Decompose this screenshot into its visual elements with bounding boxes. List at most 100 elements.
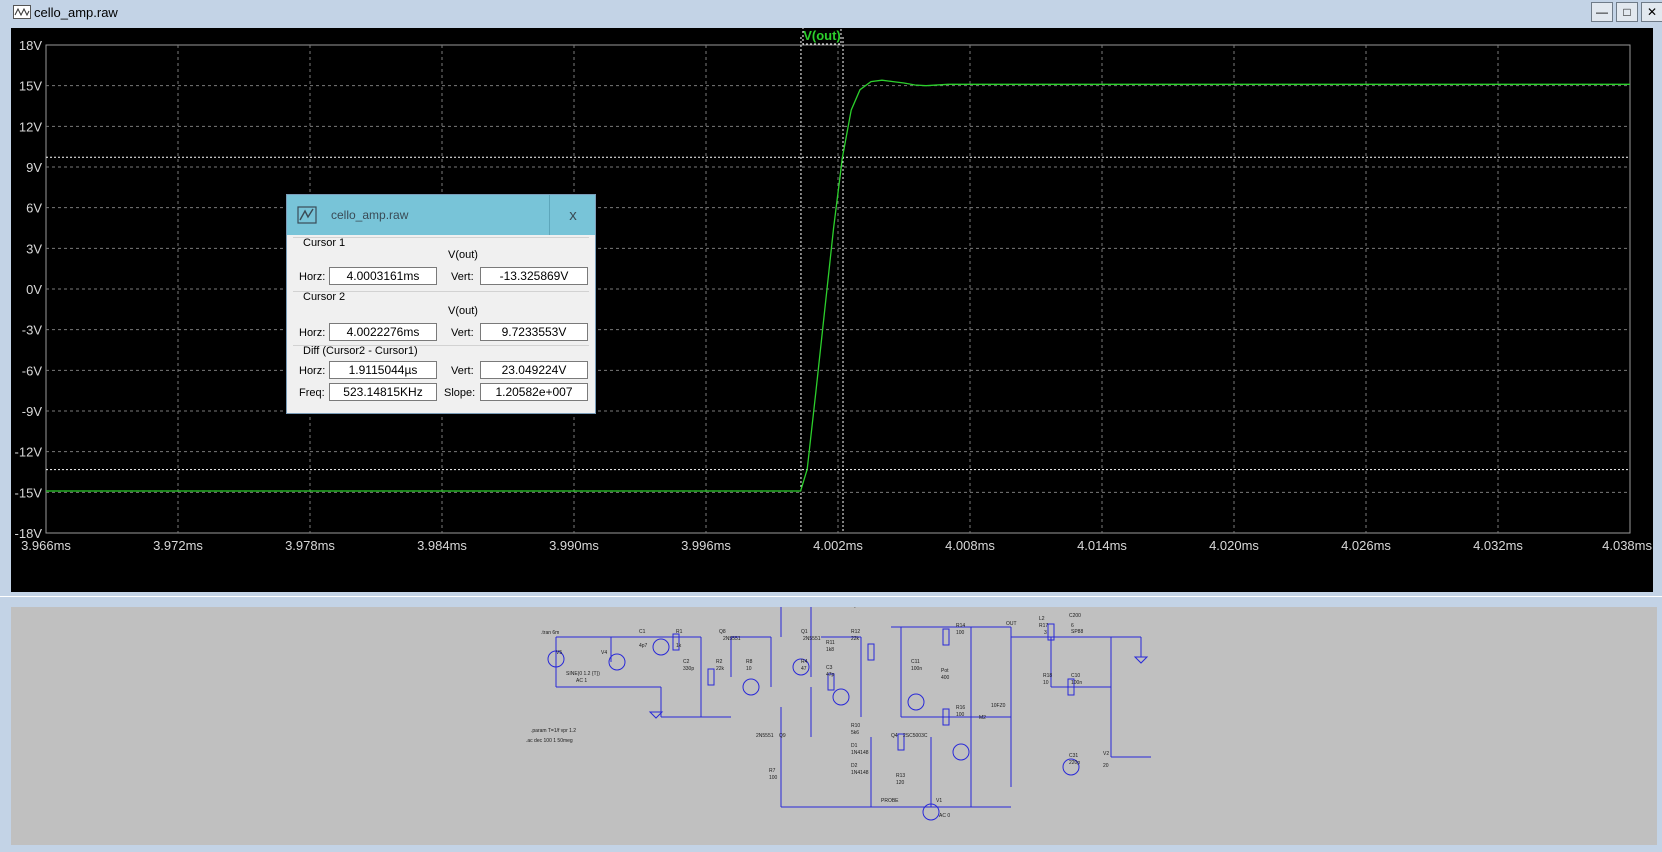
schematic-component [952,743,970,761]
schematic-label: R10 [851,723,860,729]
schematic-label: 20 [1103,763,1109,769]
schematic-label: R16 [956,705,965,711]
diff-horz-label: Horz: [299,365,326,377]
schematic-label: 220p [1069,760,1080,766]
x-tick-label: 3.990ms [549,538,599,553]
diff-slope-field[interactable]: 1.20582e+007 [480,383,588,401]
vout-trace[interactable] [46,79,1630,492]
title-bar: cello_amp.raw — □ ✕ [0,0,1662,26]
schematic-label: V5 [556,650,562,656]
schematic-label: PROBE [881,798,899,804]
schematic-label: C2 [683,659,690,665]
schematic-label: AC 0 [939,813,950,819]
cursor1-group-label: Cursor 1 [303,237,346,249]
diff-freq-label: Freq: [299,387,325,399]
schematic-label: D2 [851,763,858,769]
x-tick-label: 4.008ms [945,538,995,553]
diff-vert-label: Vert: [451,365,474,377]
schematic-label: 2N5551 [756,733,774,739]
schematic-label: V2 [1103,751,1109,757]
schematic-label: R13 [896,773,905,779]
schematic-label: C10 [1071,673,1080,679]
schematic-label: 100 [956,630,965,636]
schematic-label: 330p [683,666,694,672]
schematic-label: R12 [851,629,860,635]
schematic-label: 1N4148 [851,770,869,776]
schematic-resistor [897,733,905,751]
schematic-resistor [1047,623,1055,641]
schematic-label: V4 [601,650,607,656]
schematic-label: R11 [826,640,835,646]
cursor2-vert-field[interactable]: 9.7233553V [480,323,588,341]
dialog-close-button[interactable]: x [549,195,596,235]
schematic-resistor [867,643,875,661]
trace-label[interactable]: V(out) [803,28,841,43]
schematic-label: Q9 [779,733,786,739]
y-tick-label: 18V [19,38,42,53]
x-tick-label: 4.026ms [1341,538,1391,553]
schematic-component [742,678,760,696]
cursor1-group [293,237,589,238]
cursor2-vert-label: Vert: [451,327,474,339]
cursor2-group [293,291,589,292]
schematic-label: 100n [1071,680,1082,686]
y-tick-label: -9V [22,404,43,419]
schematic-label: 1k [676,643,682,649]
cursor1-vert-field[interactable]: -13.325869V [480,267,588,285]
schematic-label: 120 [896,780,905,786]
schematic-label: 5k6 [851,730,859,736]
diff-horz-field[interactable]: 1.9115044µs [329,361,437,379]
plot-canvas[interactable]: 18V15V12V9V6V3V0V-3V-6V-9V-12V-15V-18V3.… [11,28,1653,592]
x-tick-label: 4.038ms [1602,538,1652,553]
schematic-label: 3 [1044,630,1047,636]
schematic-label: 1N4148 [851,750,869,756]
cursor1-vert-label: Vert: [451,271,474,283]
schematic-component [652,638,670,656]
schematic-label: 400 [941,675,950,681]
y-tick-label: 3V [26,241,42,256]
schematic-label: C3 [826,665,833,671]
schematic-label: M2 [979,715,986,721]
ground-icon [648,711,664,719]
schematic-label: C11 [911,659,920,665]
dialog-title: cello_amp.raw [331,208,409,222]
waveform-app-icon [13,5,31,19]
diff-group [293,345,589,346]
cursor2-horz-field[interactable]: 4.0022276ms [329,323,437,341]
maximize-button[interactable]: □ [1616,2,1638,22]
schematic-label: R2 [716,659,723,665]
diff-vert-field[interactable]: 23.049224V [480,361,588,379]
y-tick-label: -18V [15,526,43,541]
schematic-label: C1 [639,629,646,635]
schematic-label: 22k [851,636,860,642]
schematic-component [792,658,810,676]
x-tick-label: 3.966ms [21,538,71,553]
schematic-label: 22k [716,666,725,672]
minimize-button[interactable]: — [1591,2,1613,22]
y-tick-label: -15V [15,485,43,500]
ltspice-cursor-icon [297,206,317,224]
schematic-label: 1k8 [826,647,834,653]
schematic-label: R14 [956,623,965,629]
schematic-label: Q1 [801,629,808,635]
x-tick-label: 4.014ms [1077,538,1127,553]
schematic-component [1062,758,1080,776]
schematic-label: 10 [746,666,752,672]
dialog-title-bar[interactable]: cello_amp.raw x [287,195,595,235]
schematic-label: R17 [1039,623,1048,629]
close-button[interactable]: ✕ [1641,2,1662,22]
diff-freq-field[interactable]: 523.14815KHz [329,383,437,401]
x-tick-label: 4.020ms [1209,538,1259,553]
diff-group-label: Diff (Cursor2 - Cursor1) [303,345,418,357]
cursor1-horz-field[interactable]: 4.0003161ms [329,267,437,285]
y-tick-label: 0V [26,282,42,297]
cursor2-group-label: Cursor 2 [303,291,346,303]
cursor2-horz-label: Horz: [299,327,326,339]
schematic-label: R7 [769,768,776,774]
cursor-readout-dialog[interactable]: cello_amp.raw x Cursor 1 V(out) Horz: 4.… [286,194,596,414]
schematic-label: SINE(0 1.2 {T}) [566,671,600,677]
schematic-label: D1 [851,743,858,749]
